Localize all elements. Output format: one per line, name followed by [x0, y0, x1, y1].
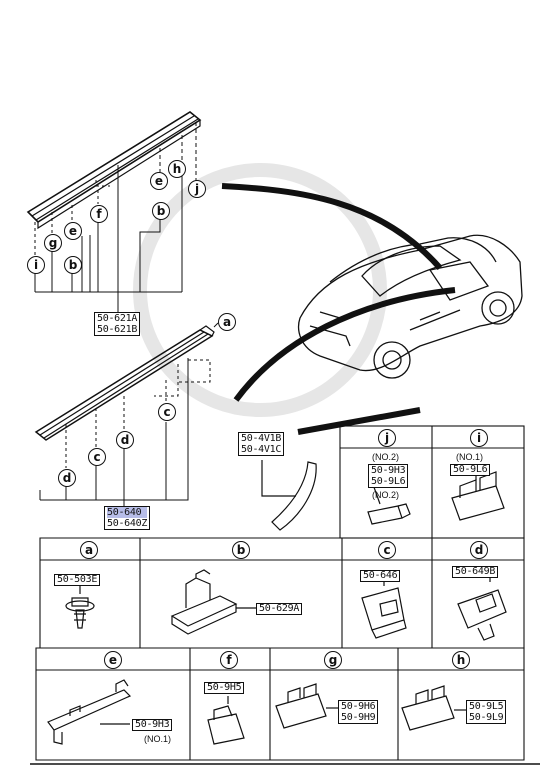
cell-a-letter: a [80, 541, 98, 559]
cell-e-note: (NO.1) [144, 734, 171, 744]
upper-part-number-b: 50-621B [97, 324, 138, 335]
cell-h-letter: h [452, 651, 470, 669]
cell-b-letter: b [232, 541, 250, 559]
clip-i-drawing [451, 471, 505, 521]
cell-j-note-1: (NO.2) [372, 452, 399, 462]
callout-e2-upper: e [64, 222, 82, 240]
clip-b-drawing [170, 569, 256, 635]
clip-a-drawing [65, 580, 95, 629]
cell-h-part-b: 50-9L9 [469, 712, 504, 723]
clip-e-drawing [47, 679, 132, 745]
callout-b-upper: b [152, 202, 170, 220]
cell-j-part-b: 50-9L6 [371, 476, 406, 487]
lower-leader-lines [39, 322, 219, 506]
cell-b-part: 50-629A [256, 603, 303, 615]
clip-f-drawing [207, 696, 245, 745]
callout-b2-upper: b [64, 256, 82, 274]
callout-d2-lower: d [58, 469, 76, 487]
cell-e-part: 50-9H3 [132, 719, 173, 731]
cell-d-letter: d [470, 541, 488, 559]
cell-i-note: (NO.1) [456, 452, 483, 462]
cell-d-part: 50-649B [452, 566, 499, 578]
callout-h-upper: h [168, 160, 186, 178]
cell-g-letter: g [324, 651, 342, 669]
clip-d-drawing [457, 576, 507, 641]
upper-leader-lines [34, 122, 197, 312]
cell-i-letter: i [470, 429, 488, 447]
clip-h-drawing [401, 685, 466, 731]
car-illustration [297, 234, 523, 379]
callout-i-upper: i [27, 256, 45, 274]
cell-g-part-b: 50-9H9 [341, 712, 376, 723]
center-part-number-a: 50-4V1B [241, 433, 282, 444]
lower-part-number-a: 50-640 [107, 507, 148, 518]
callout-a-lower: a [218, 313, 236, 331]
lower-part-label: 50-640 50-640Z [104, 506, 151, 530]
cell-j-note-2: (NO.2) [372, 490, 399, 500]
cell-a-part: 50-503E [54, 574, 101, 586]
clip-g-drawing [275, 683, 338, 729]
cell-i-part: 50-9L6 [450, 464, 491, 476]
cell-e-letter: e [104, 651, 122, 669]
callout-c-lower: c [158, 403, 176, 421]
lower-part-number-b: 50-640Z [107, 518, 148, 529]
cell-f-part: 50-9H5 [204, 682, 245, 694]
callout-j-upper: j [188, 180, 206, 198]
cell-g-part-label: 50-9H6 50-9H9 [338, 700, 379, 724]
cell-h-part-label: 50-9L5 50-9L9 [466, 700, 507, 724]
center-part-number-b: 50-4V1C [241, 444, 282, 455]
cell-h-part-a: 50-9L5 [469, 701, 504, 712]
lower-molding-strip [34, 325, 215, 441]
cell-j-part-label: 50-9H3 50-9L6 [368, 464, 409, 488]
upper-part-number-a: 50-621A [97, 313, 138, 324]
cell-c-letter: c [378, 541, 396, 559]
center-trim-piece [261, 460, 317, 531]
callout-g-upper: g [44, 234, 62, 252]
callout-f-upper: f [90, 205, 108, 223]
cell-j-part-a: 50-9H3 [371, 465, 406, 476]
cell-g-part-a: 50-9H6 [341, 701, 376, 712]
upper-molding-strip [26, 111, 202, 230]
upper-part-label: 50-621A 50-621B [94, 312, 141, 336]
center-part-label: 50-4V1B 50-4V1C [238, 432, 285, 456]
cell-c-part: 50-646 [360, 570, 401, 582]
callout-c2-lower: c [88, 448, 106, 466]
cell-j-letter: j [378, 429, 396, 447]
fastener-grid [30, 425, 540, 765]
callout-e-upper: e [150, 172, 168, 190]
clip-c-drawing [361, 577, 407, 639]
cell-f-letter: f [220, 651, 238, 669]
callout-d-lower: d [116, 431, 134, 449]
